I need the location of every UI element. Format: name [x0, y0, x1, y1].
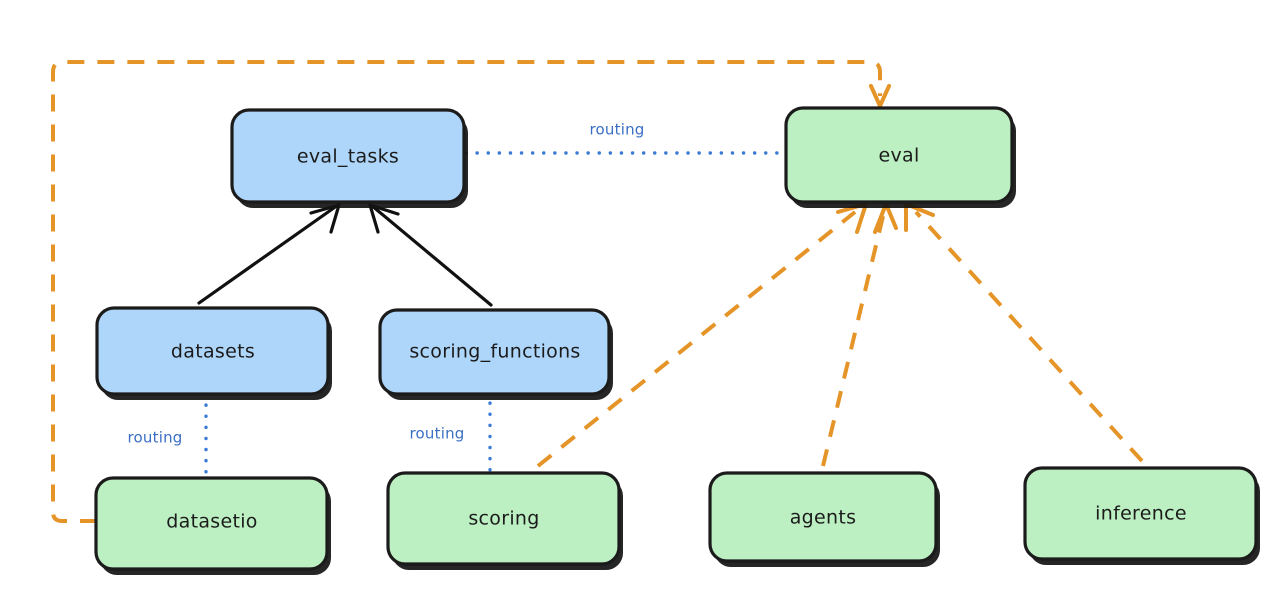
node-agents[interactable]: agents	[708, 471, 940, 567]
node-inference[interactable]: inference	[1023, 466, 1260, 565]
edge-inference-to-eval[interactable]	[904, 202, 1144, 463]
node-eval_tasks-box	[230, 108, 466, 204]
solid-edges-group	[197, 203, 493, 307]
node-datasets-box	[95, 306, 330, 396]
node-eval-box	[784, 106, 1014, 204]
edge-label-routing-scoring_functions-scoring: routing	[410, 425, 465, 443]
node-eval[interactable]: eval	[784, 106, 1016, 208]
edge-label-routing-eval_tasks-eval: routing	[590, 121, 645, 139]
node-scoring-box	[386, 471, 621, 566]
node-datasets[interactable]: datasets	[95, 306, 332, 400]
node-agents-box	[708, 471, 938, 563]
node-scoring_functions-box	[378, 308, 611, 396]
dependency-edges-group	[51, 60, 1144, 523]
node-datasets-label: datasets	[171, 341, 255, 363]
node-datasetio-label: datasetio	[166, 511, 257, 533]
node-datasetio-box	[94, 476, 329, 571]
routing-edges-group	[204, 151, 786, 480]
edge-scoring_functions-to-eval_tasks[interactable]	[368, 203, 493, 307]
edge-datasets-to-eval_tasks[interactable]	[197, 203, 341, 305]
nodes-group: eval_tasks eval datasets scoring_functio…	[94, 106, 1260, 575]
node-agents-label: agents	[790, 507, 857, 529]
edge-label-routing-datasets-datasetio: routing	[128, 429, 183, 447]
node-scoring[interactable]: scoring	[386, 471, 623, 570]
node-eval_tasks[interactable]: eval_tasks	[230, 108, 468, 208]
edge-datasetio-to-eval[interactable]	[51, 60, 891, 523]
node-inference-box	[1023, 466, 1258, 561]
edge-labels-group: routing routing routing	[128, 121, 645, 447]
node-scoring_functions-label: scoring_functions	[409, 341, 580, 363]
node-inference-label: inference	[1095, 503, 1187, 525]
node-scoring_functions[interactable]: scoring_functions	[378, 308, 613, 400]
edge-agents-to-eval[interactable]	[821, 202, 898, 467]
node-datasetio[interactable]: datasetio	[94, 476, 331, 575]
node-scoring-label: scoring	[468, 508, 539, 530]
node-eval_tasks-label: eval_tasks	[297, 146, 399, 168]
node-eval-label: eval	[878, 145, 919, 167]
